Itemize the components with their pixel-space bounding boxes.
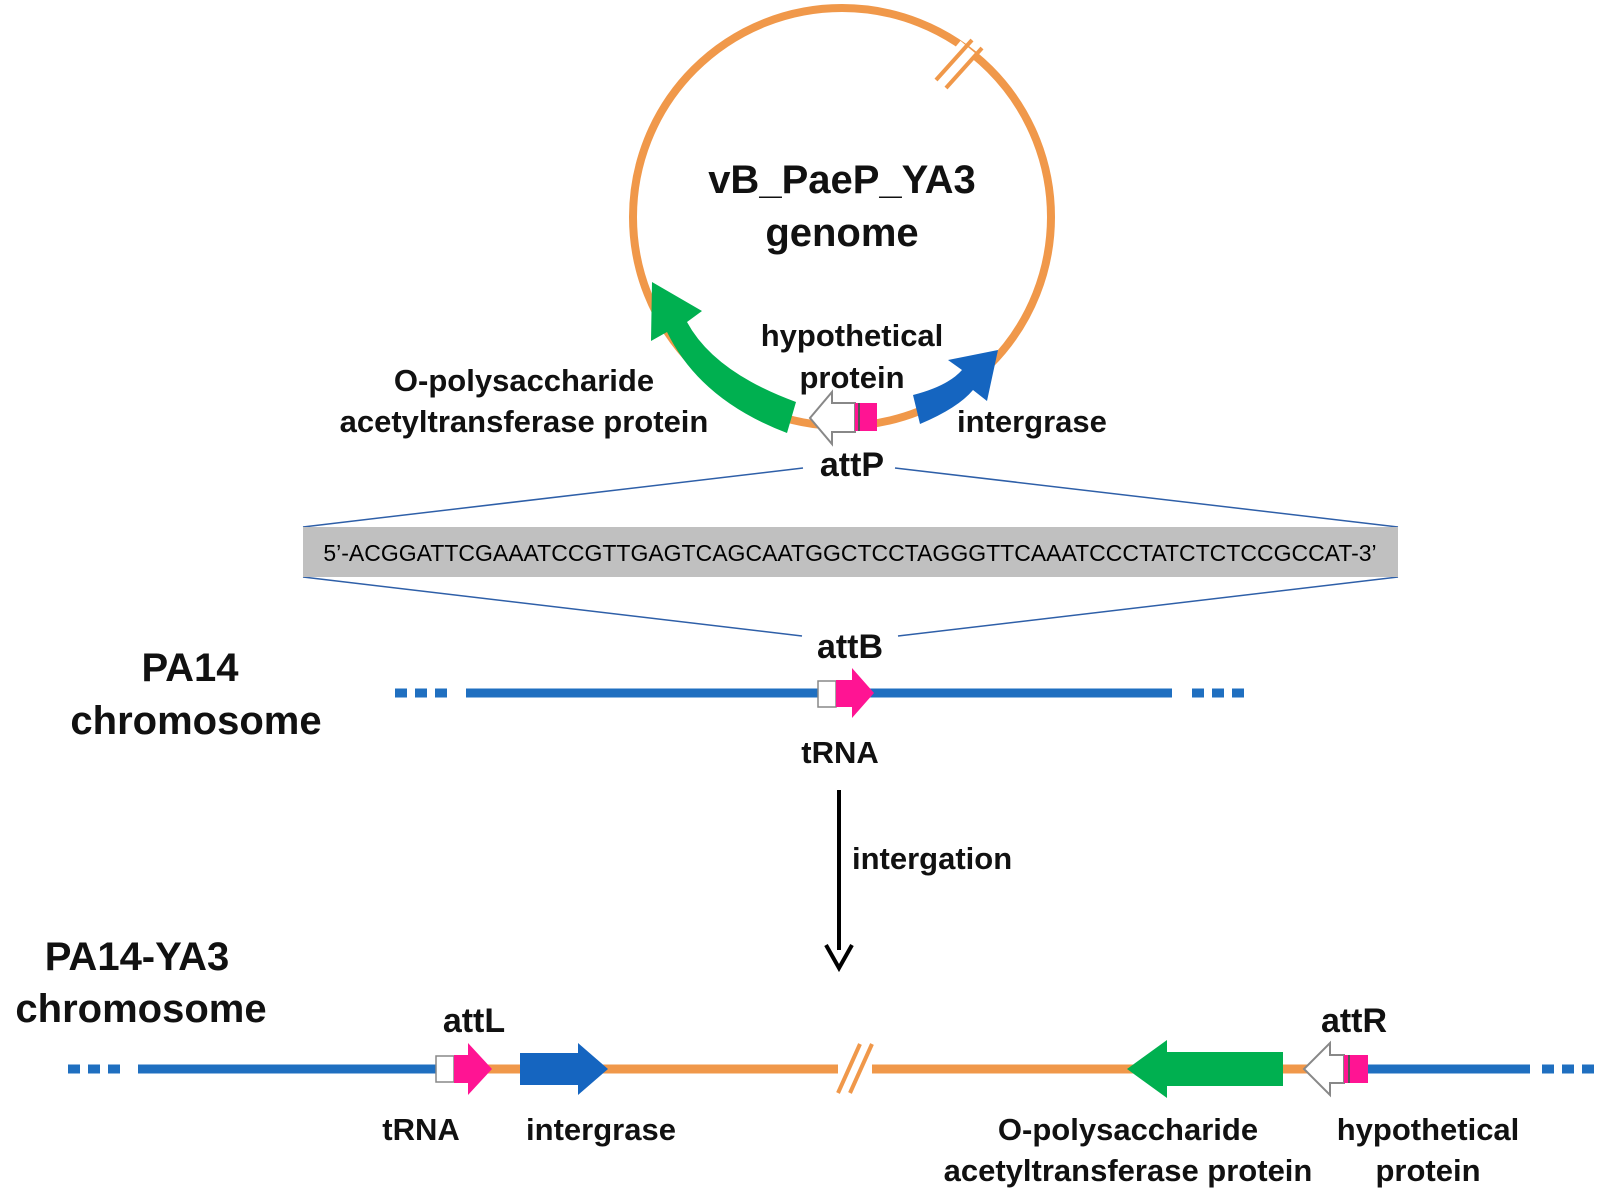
ya3-hyp-line1: hypothetical: [1337, 1112, 1520, 1147]
integrase-gene-arrow: [913, 350, 998, 424]
attB-trna-arrow: [836, 668, 874, 718]
pa14-ya3-title-line1: PA14-YA3: [45, 935, 230, 979]
ya3-hyp-line2: protein: [1375, 1153, 1480, 1188]
genome-hypothetical-line2: protein: [799, 360, 904, 395]
genome-title-line2: genome: [765, 211, 918, 255]
attL-trna-arrow: [454, 1043, 492, 1095]
attP-site-marker: [855, 403, 877, 431]
prophage-break-mark: [836, 1043, 874, 1094]
attP-zoom-lines: [302, 467, 1399, 637]
integration-arrow-head: [824, 944, 854, 973]
pa14-title-line1: PA14: [141, 646, 239, 690]
ya3-opoly-line1: O-polysaccharide: [998, 1112, 1258, 1147]
genome-integrase-label: intergrase: [957, 404, 1107, 439]
genome-title-line1: vB_PaeP_YA3: [708, 158, 976, 202]
pa14-ya3-title-line2: chromosome: [15, 987, 266, 1031]
attR-site-marker: [1344, 1055, 1368, 1083]
sequence-box: [303, 527, 1398, 577]
ya3-trna-label: tRNA: [382, 1112, 460, 1147]
integration-label: intergation: [852, 841, 1012, 876]
attB-white-box: [817, 680, 837, 708]
genome-break-mark: [934, 38, 984, 90]
attL-label: attL: [443, 1002, 505, 1040]
pa14-title-line2: chromosome: [70, 699, 321, 743]
hypothetical-gene-arrow: [808, 389, 856, 447]
att-core-sequence: 5’-ACGGATTCGAAATCCGTTGAGTCAGCAATGGCTCCTA…: [323, 540, 1376, 566]
ya3-opoly-line2: acetyltransferase protein: [944, 1153, 1313, 1188]
integration-step: intergation: [824, 790, 1012, 973]
ya3-integrase-label: intergrase: [526, 1112, 676, 1147]
ya3-integrase-arrow: [520, 1043, 608, 1095]
attP-label: attP: [820, 446, 884, 484]
genome-opoly-line2: acetyltransferase protein: [340, 404, 709, 439]
genome-opoly-line1: O-polysaccharide: [394, 363, 654, 398]
attR-label: attR: [1321, 1002, 1387, 1040]
genome-hypothetical-line1: hypothetical: [761, 318, 944, 353]
pa14-ya3-chromosome: PA14-YA3 chromosome attL attR tRNA inter…: [15, 935, 1600, 1188]
attB-label: attB: [817, 628, 883, 666]
ya3-hypothetical-arrow: [1302, 1040, 1345, 1098]
opoly-gene-arrow: [651, 282, 796, 433]
ya3-opoly-arrow: [1127, 1040, 1283, 1098]
pa14-chromosome: PA14 chromosome attB tRNA: [70, 628, 1248, 770]
pa14-trna-label: tRNA: [801, 735, 879, 770]
attL-white-box: [435, 1055, 455, 1083]
phage-genome: vB_PaeP_YA3 genome hypothetical protein …: [340, 4, 1107, 484]
